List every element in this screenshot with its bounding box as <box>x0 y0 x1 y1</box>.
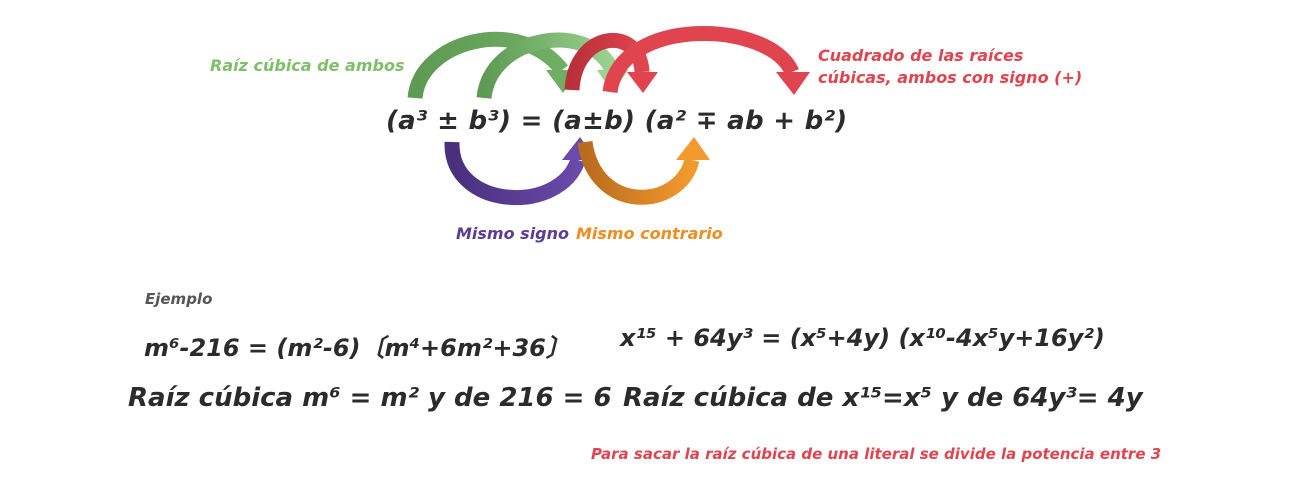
example-equation-1: m⁶-216 = (m²-6)〔m⁴+6m²+36〕 <box>144 334 570 362</box>
cube-root-explanation-2: Raíz cúbica de x¹⁵=x⁵ y de 64y³= 4y <box>623 383 1143 413</box>
label-same-sign: Mismo signo <box>456 224 570 243</box>
main-formula: (a³ ± b³) = (a±b) (a² ∓ ab + b²) <box>386 106 848 136</box>
example-heading: Ejemplo <box>145 290 213 308</box>
label-opposite-sign: Mismo contrario <box>576 224 723 243</box>
cube-root-explanation-1: Raíz cúbica m⁶ = m² y de 216 = 6 <box>128 383 612 413</box>
label-square-roots-line2: cúbicas, ambos con signo (+) <box>818 68 1083 87</box>
orange-arc-icon <box>577 137 710 205</box>
red-arc-2-icon <box>602 25 810 95</box>
label-square-roots-line1: Cuadrado de las raíces <box>818 46 1024 65</box>
label-cube-root-both: Raíz cúbica de ambos <box>210 56 405 75</box>
rule-note: Para sacar la raíz cúbica de una literal… <box>591 445 1162 463</box>
example-equation-2: x¹⁵ + 64y³ = (x⁵+4y) (x¹⁰-4x⁵y+16y²) <box>620 324 1105 352</box>
purple-arc-icon <box>444 137 596 205</box>
